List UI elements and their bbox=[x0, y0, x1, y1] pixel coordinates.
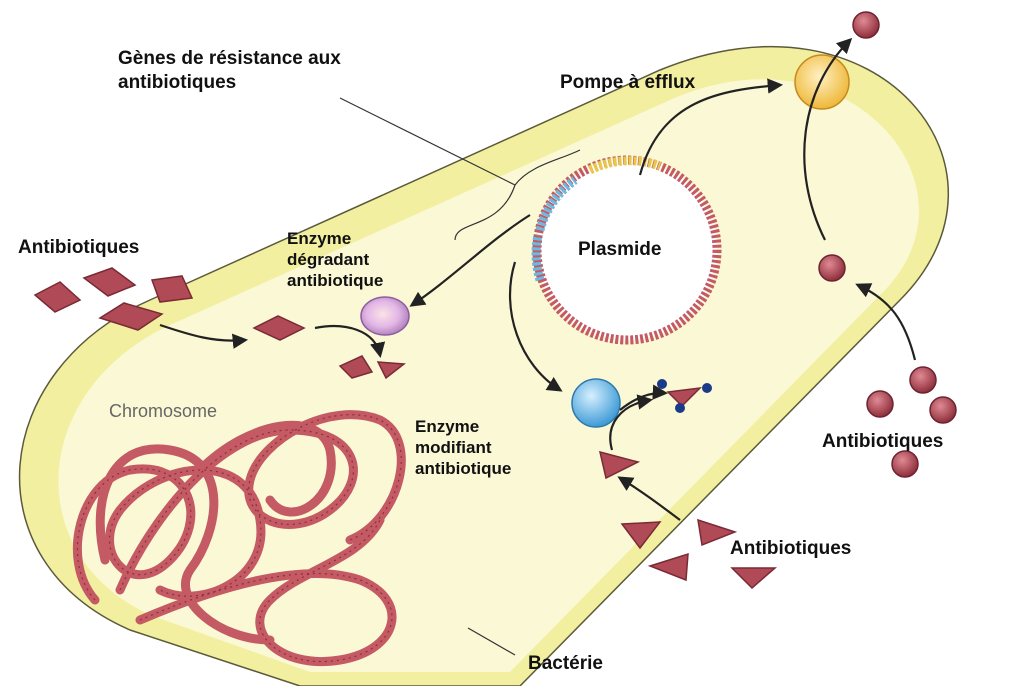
modifying-enzyme-label-line3: antibiotique bbox=[415, 458, 511, 479]
plasmid-label: Plasmide bbox=[578, 238, 661, 262]
degrading-enzyme-label-line3: antibiotique bbox=[287, 270, 383, 291]
antibiotics-right-label: Antibiotiques bbox=[822, 430, 943, 454]
modifying-enzyme-label-line1: Enzyme bbox=[415, 416, 479, 437]
degrading-enzyme-label-line1: Enzyme bbox=[287, 228, 351, 249]
pump-label: Pompe à efflux bbox=[560, 71, 695, 95]
antibiotics-left-label: Antibiotiques bbox=[18, 236, 139, 260]
genes-label-line1: Gènes de résistance aux bbox=[118, 47, 341, 71]
chromosome-label: Chromosome bbox=[109, 399, 217, 423]
genes-label-line2: antibiotiques bbox=[118, 71, 236, 95]
efflux-pump bbox=[795, 55, 849, 109]
degrading-enzyme bbox=[361, 297, 409, 335]
antibiotics-bottom-label: Antibiotiques bbox=[730, 537, 851, 561]
modifying-enzyme-label-line2: modifiant bbox=[415, 437, 492, 458]
bacterium-label: Bactérie bbox=[528, 652, 603, 676]
degrading-enzyme-label-line2: dégradant bbox=[287, 249, 369, 270]
modifying-enzyme bbox=[572, 379, 620, 427]
